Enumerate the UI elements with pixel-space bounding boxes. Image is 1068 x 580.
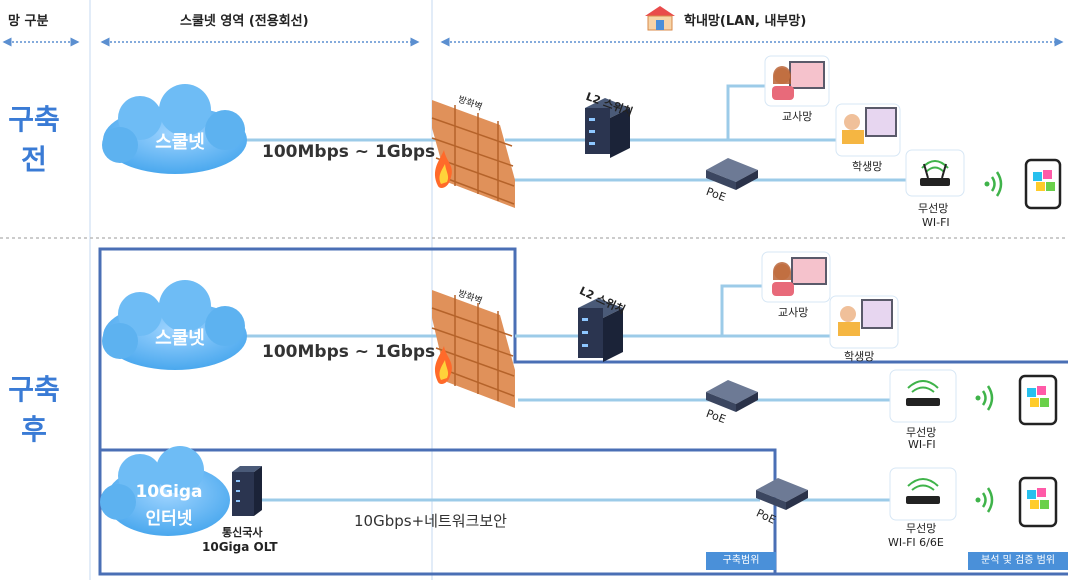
after-teacher-icon bbox=[761, 251, 831, 303]
before-l2-switch-icon bbox=[585, 98, 630, 158]
after-wifi-router-icon bbox=[889, 369, 957, 423]
header-schoolnet-area: 스쿨넷 영역 (전용회선) bbox=[180, 14, 309, 29]
row-label-after: 구축 후 bbox=[8, 373, 60, 446]
after-tablet2-icon bbox=[1018, 476, 1058, 528]
before-poe-switch-icon bbox=[706, 158, 758, 190]
after-wifi-spec: WI-FI bbox=[908, 438, 936, 451]
after-10giga-cloud-line2: 인터넷 bbox=[145, 509, 193, 529]
after-10g-speed-label: 10Gbps+네트워크보안 bbox=[354, 512, 507, 530]
after-speed-label: 100Mbps ~ 1Gbps bbox=[262, 342, 436, 362]
after-wifi-name: 무선망 bbox=[906, 426, 937, 439]
after-student-label: 학생망 bbox=[844, 350, 875, 363]
after-olt-server-icon bbox=[232, 466, 262, 516]
before-wifi-signal-icon bbox=[984, 171, 1003, 197]
header-network-type: 망 구분 bbox=[8, 14, 49, 29]
after-10giga-cloud-line1: 10Giga bbox=[135, 482, 203, 502]
row-label-before: 구축 전 bbox=[8, 103, 60, 176]
before-teacher-label: 교사망 bbox=[782, 110, 813, 123]
after-tablet-icon bbox=[1018, 374, 1058, 426]
before-schoolnet-cloud bbox=[102, 84, 247, 174]
school-icon bbox=[645, 6, 675, 31]
after-teacher-label: 교사망 bbox=[778, 306, 809, 319]
after-student-icon bbox=[829, 295, 899, 349]
after-frames bbox=[98, 247, 1068, 576]
header-internal-network: 학내망(LAN, 내부망) bbox=[684, 14, 807, 29]
before-cloud-label: 스쿨넷 bbox=[155, 132, 205, 153]
after-olt-line2: 10Giga OLT bbox=[202, 540, 278, 554]
after-poe-switch-icon bbox=[706, 380, 758, 412]
after-schoolnet-cloud bbox=[102, 280, 247, 370]
before-teacher-icon bbox=[764, 55, 830, 107]
before-student-label: 학생망 bbox=[852, 160, 883, 173]
after-wifi6-spec: WI-FI 6/6E bbox=[888, 536, 944, 549]
before-tablet-icon bbox=[1024, 158, 1062, 210]
after-wifi6-name: 무선망 bbox=[906, 522, 937, 535]
after-olt-line1: 통신국사 bbox=[222, 526, 263, 539]
after-wifi-signal-icon bbox=[975, 385, 994, 411]
after-l2-switch-icon bbox=[578, 298, 623, 362]
before-firewall-icon bbox=[431, 100, 515, 208]
before-speed-label: 100Mbps ~ 1Gbps bbox=[262, 142, 436, 162]
after-wifi6-signal-icon bbox=[975, 487, 994, 513]
before-student-icon bbox=[835, 103, 901, 157]
before-wifi-spec: WI-FI bbox=[922, 216, 950, 229]
before-wifi-router-icon bbox=[905, 149, 965, 197]
after-poe2-switch-icon bbox=[756, 478, 808, 510]
analysis-scope-tag: 분석 및 검증 범위 bbox=[968, 552, 1068, 570]
after-cloud-label: 스쿨넷 bbox=[155, 328, 205, 349]
after-10giga-cloud bbox=[100, 446, 230, 536]
after-wifi6-router-icon bbox=[889, 467, 957, 521]
after-firewall-icon bbox=[431, 290, 515, 408]
before-wifi-name: 무선망 bbox=[918, 202, 949, 215]
build-scope-tag: 구축범위 bbox=[706, 552, 776, 570]
